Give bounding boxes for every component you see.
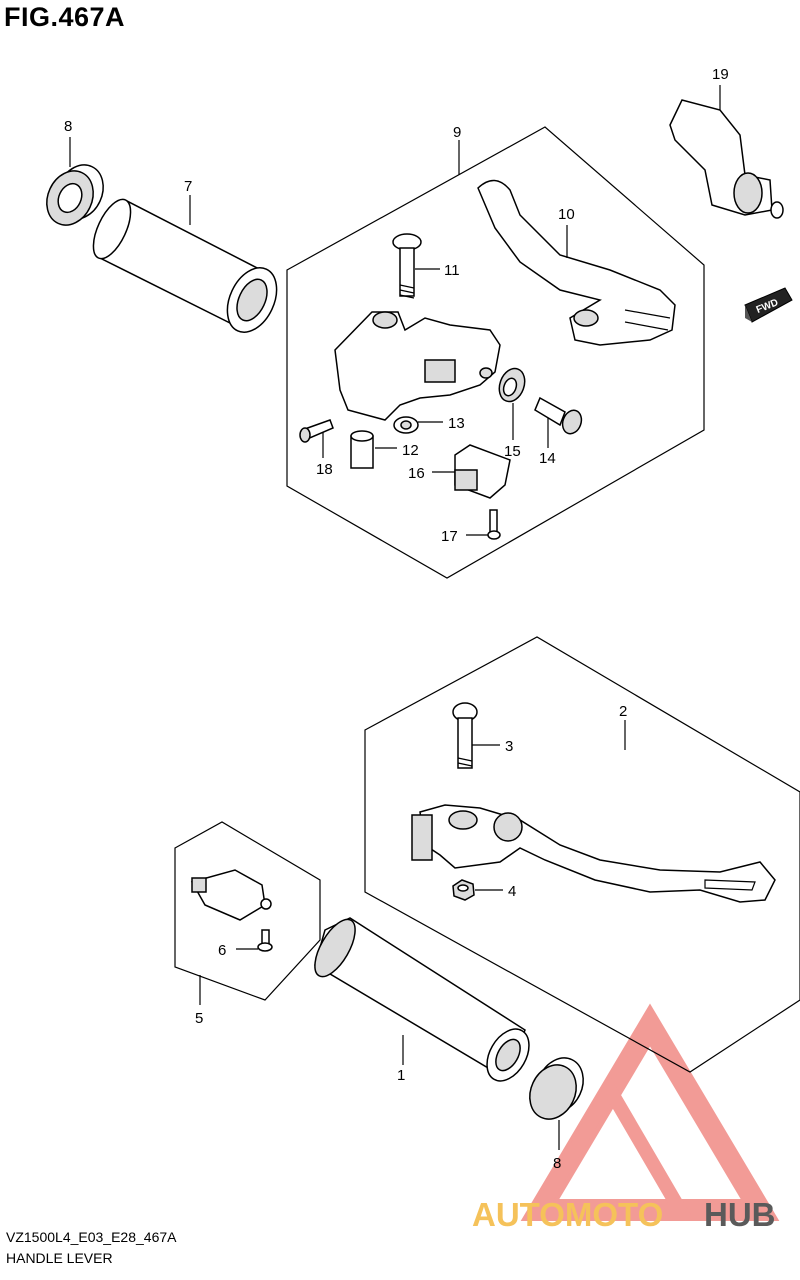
switch-screw-lower (257, 929, 273, 952)
callout-labels: 1 2 3 4 5 6 7 8 9 10 11 12 13 14 15 16 1… (64, 66, 729, 1172)
callout-7: 7 (184, 178, 192, 195)
model-code: VZ1500L4_E03_E28_467A (6, 1229, 177, 1245)
callout-10: 10 (558, 206, 575, 223)
section-name: HANDLE LEVER (6, 1250, 113, 1266)
brake-lever (411, 804, 776, 903)
callout-15: 15 (504, 443, 521, 460)
callout-13: 13 (448, 415, 465, 432)
watermark-brand-part2: HUB (704, 1196, 776, 1233)
callout-8-upper: 8 (64, 118, 72, 135)
callout-3: 3 (505, 738, 513, 755)
switch-screw-upper (487, 509, 501, 540)
bracket-screw (299, 419, 334, 443)
callout-1: 1 (397, 1067, 405, 1084)
clutch-lever-assy-boundary (286, 126, 705, 579)
callout-18: 18 (316, 461, 333, 478)
callout-2: 2 (619, 703, 627, 720)
callout-4: 4 (508, 883, 516, 900)
clutch-switch (454, 444, 511, 499)
lever-collar (350, 430, 374, 469)
cable-adjuster-bolt (534, 396, 583, 435)
callout-16: 16 (408, 465, 425, 482)
clutch-cable (669, 99, 784, 219)
clutch-lever-bracket (334, 311, 501, 421)
lever-pivot-bolt-lower (452, 702, 478, 769)
clutch-lever (477, 179, 676, 346)
figure-title: FIG.467A (4, 2, 126, 32)
handle-grip-left (92, 198, 278, 333)
callout-17: 17 (441, 528, 458, 545)
brake-lever-assy-boundary (364, 636, 800, 1073)
callout-12: 12 (402, 442, 419, 459)
handlebar-end-cap-upper (46, 164, 104, 226)
watermark-logo (520, 1003, 780, 1221)
callout-8-lower: 8 (553, 1155, 561, 1172)
handlebar-end-cap-lower (529, 1057, 584, 1120)
lever-adjuster-dial (498, 367, 526, 403)
callout-19: 19 (712, 66, 729, 83)
callout-14: 14 (539, 450, 556, 467)
bracket-nut (393, 416, 419, 434)
throttle-grip (314, 917, 530, 1082)
lever-nut (452, 879, 475, 901)
front-brake-switch (190, 869, 272, 921)
callout-9: 9 (453, 124, 461, 141)
watermark-brand-part1: AUTOMOTO (472, 1196, 663, 1233)
switch-assy-boundary (174, 821, 321, 1001)
lever-pivot-bolt-upper (392, 233, 422, 299)
callout-5: 5 (195, 1010, 203, 1027)
callout-6: 6 (218, 942, 226, 959)
callout-11: 11 (444, 262, 460, 279)
forward-direction-badge: FWD (744, 287, 793, 323)
